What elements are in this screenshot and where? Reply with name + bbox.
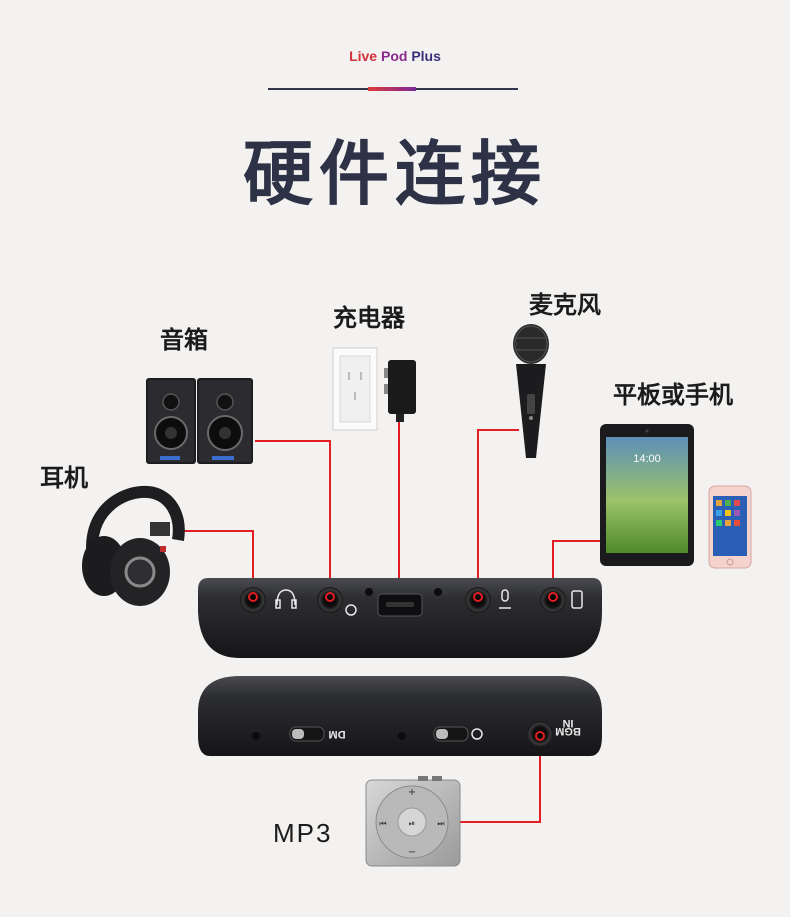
cable-mp3 [459,736,541,823]
brand-word-pod: Pod [380,48,408,64]
phone-image [708,485,752,569]
header-divider-accent [368,87,416,91]
brand-word-plus: Plus [411,48,441,64]
page-title: 硬件连接 [243,133,547,215]
mp3-player-image: + − ⏮ ⏭ ⏯ [365,776,461,867]
svg-text:⏭: ⏭ [437,819,444,828]
tablet-image: 14:00 [600,424,694,566]
headphones-port-icon [276,589,296,606]
brand-title: Live Pod Plus [0,48,790,64]
headphones-image [82,485,185,606]
bgm-port-label-line2: IN [562,717,573,729]
label-mp3: MP3 [273,818,333,848]
cable-speakers [255,440,331,597]
device-front-panel [198,578,602,658]
svg-text:⏯: ⏯ [409,819,415,828]
svg-text:−: − [408,847,416,858]
phone-port-icon [571,590,583,609]
label-charger: 充电器 [333,304,405,332]
label-speakers: 音箱 [160,326,208,354]
label-headphones: 耳机 [40,464,88,492]
bgm-port-label-line1: BGM [555,725,581,737]
brand-word-live: Live [349,48,378,64]
svg-text:+: + [408,787,416,798]
cable-microphone [477,429,519,597]
speakers-image [146,378,253,464]
dm-switch-label: DM [328,728,345,740]
label-microphone: 麦克风 [529,291,601,319]
microphone-image [513,324,549,458]
speaker-port-icon [345,604,357,616]
charger-image [332,347,416,431]
svg-text:⏮: ⏮ [379,819,386,828]
tablet-clock: 14:00 [633,453,661,465]
mic-port-icon [501,589,509,602]
label-tablet-or-phone: 平板或手机 [613,381,733,409]
cable-headphones [178,530,254,597]
device-back-panel: DM BGM IN [198,676,602,756]
